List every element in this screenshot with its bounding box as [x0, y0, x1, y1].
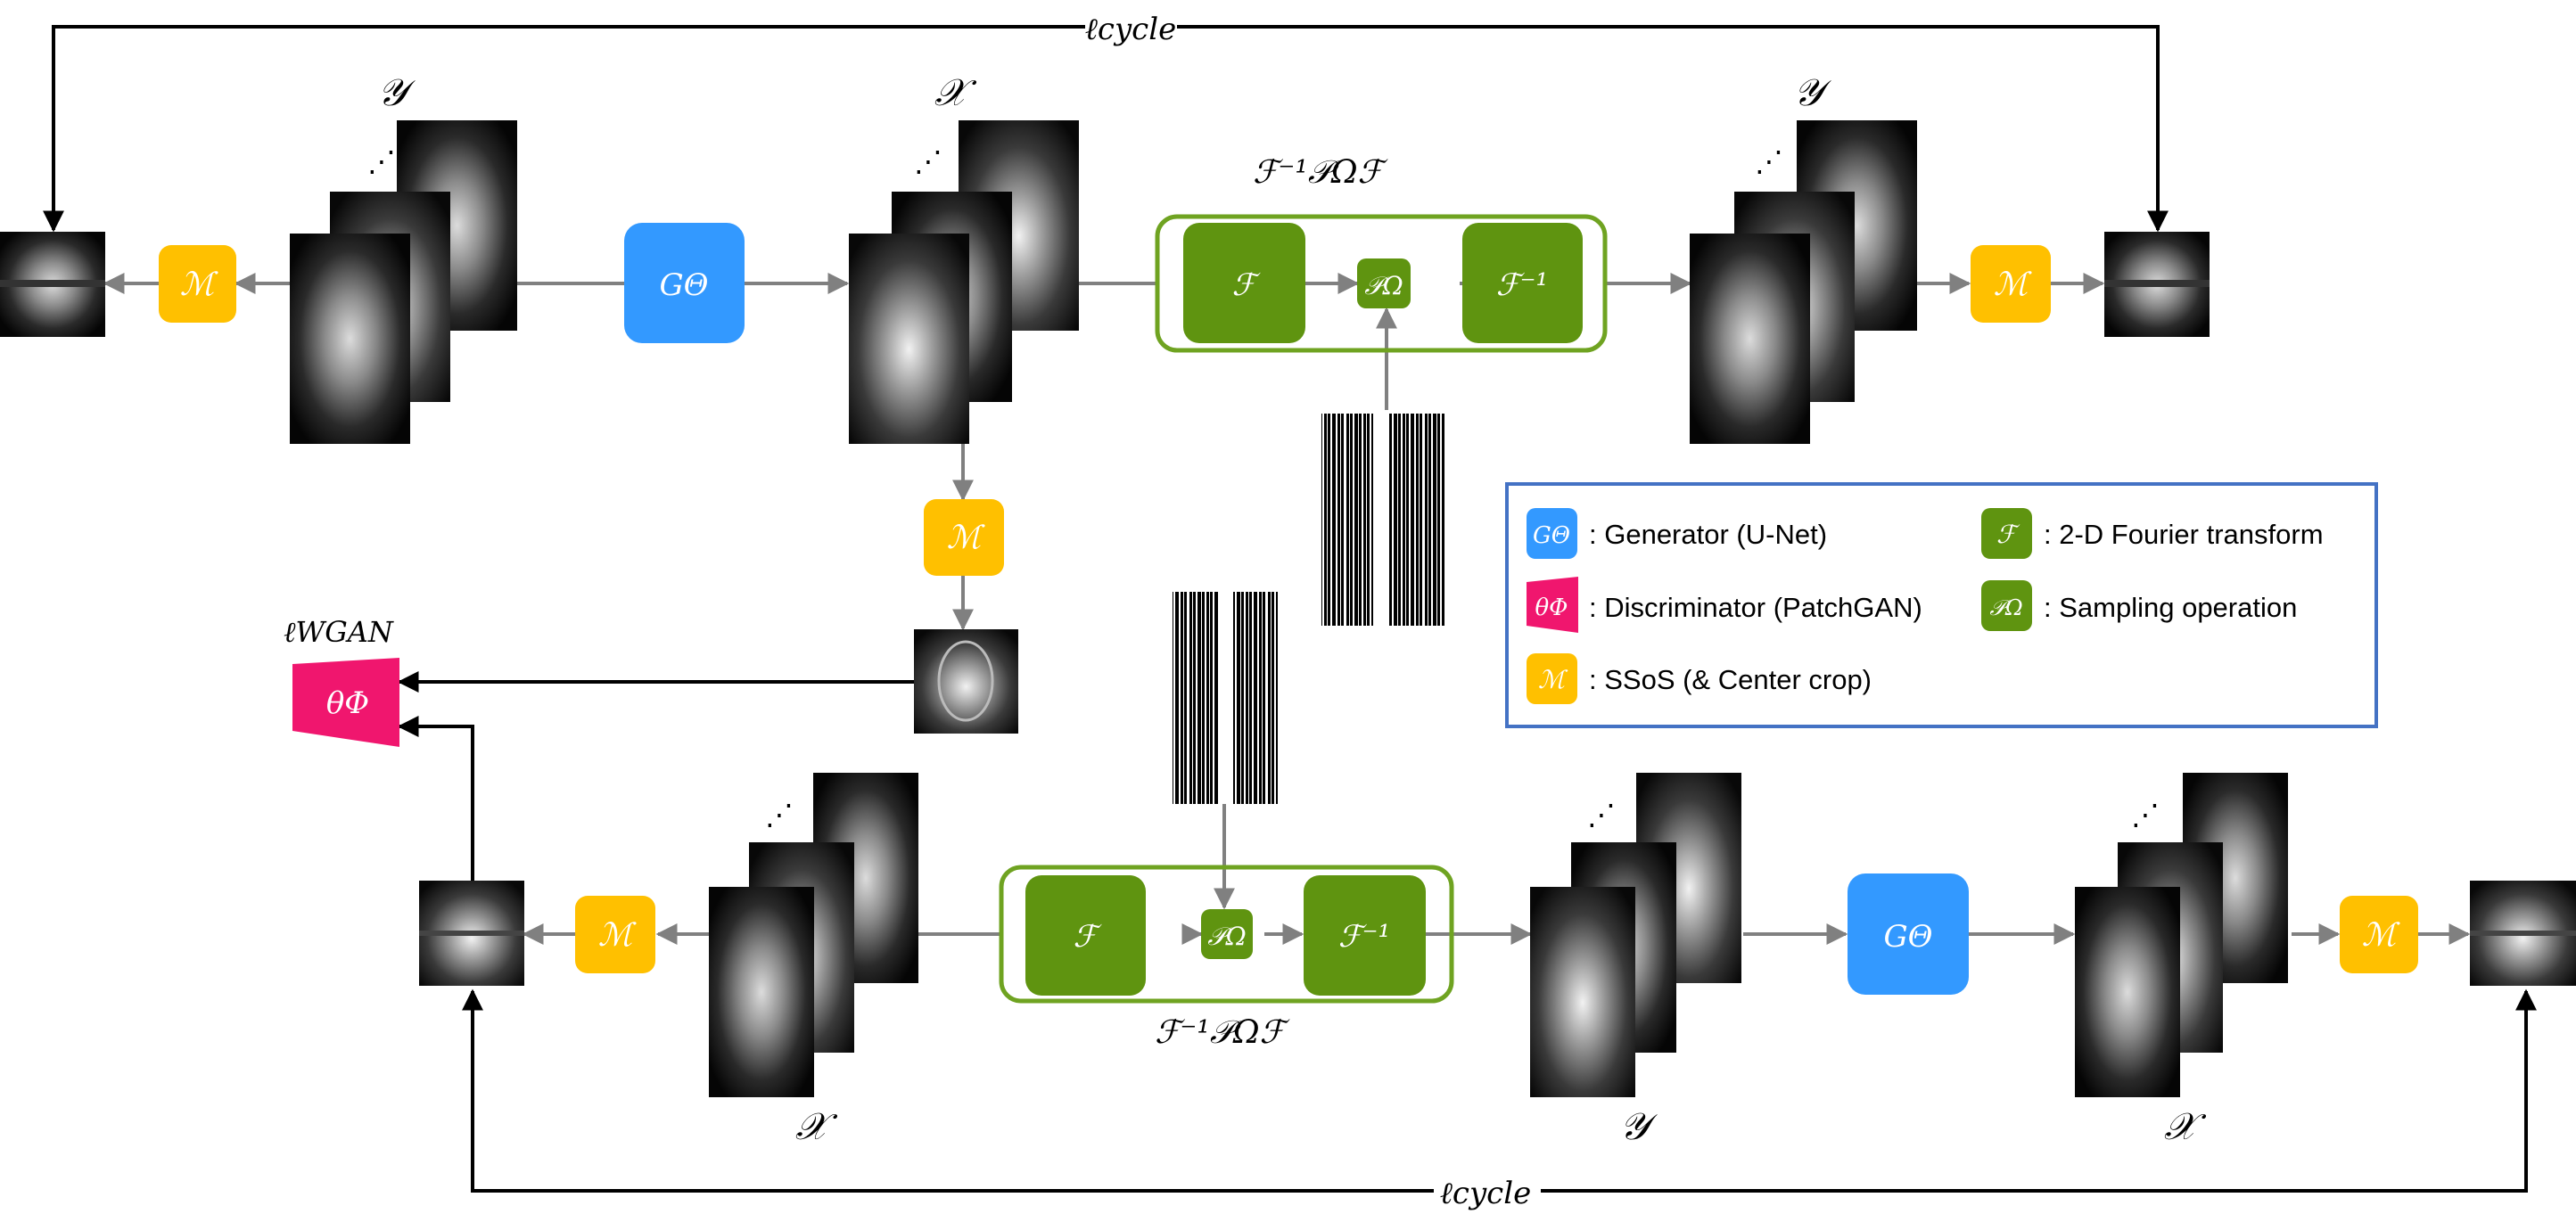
mri-stack-y-top-left: ⋰	[290, 120, 517, 444]
mri-slice-top-left-output	[0, 232, 105, 337]
ssos-symbol: ℳ	[598, 917, 637, 954]
legend-generator-swatch	[1527, 508, 1577, 559]
mri-slice-bottom-right-output	[2470, 881, 2576, 986]
inverse-fourier-block	[1304, 875, 1426, 996]
legend-discriminator-symbol: θΦ	[1535, 595, 1568, 621]
cycle-loss-bottom-label: ℓcycle	[1440, 1176, 1531, 1211]
inverse-fourier-symbol: ℱ⁻¹	[1496, 267, 1548, 303]
legend-discriminator-swatch	[1527, 577, 1578, 633]
stack-ellipsis: ⋰	[1587, 798, 1616, 832]
stack-ellipsis: ⋰	[914, 144, 942, 178]
pipeline-label-top: ℱ⁻¹𝒫Ωℱ	[1253, 154, 1388, 191]
legend-generator-symbol: GΘ	[1533, 522, 1570, 549]
ssos-block-middle: ℳ	[924, 499, 1004, 576]
set-label-x-top-mid: 𝒳	[934, 70, 977, 114]
sampling-block	[1357, 258, 1411, 308]
legend-sampling-symbol: 𝒫Ω	[1989, 595, 2022, 620]
legend-generator-text: : Generator (U-Net)	[1589, 519, 1827, 550]
generator-block-top: GΘ	[624, 223, 745, 343]
stack-ellipsis: ⋰	[2131, 798, 2160, 832]
set-label-y-top-right: 𝒴	[1794, 70, 1832, 114]
set-label-x-bottom-left: 𝒳	[795, 1104, 838, 1148]
fourier-pipeline-top: ℱ 𝒫Ω ℱ⁻¹	[1155, 214, 1608, 353]
ssos-symbol: ℳ	[180, 267, 218, 303]
legend: GΘ : Generator (U-Net) θΦ : Discriminato…	[1505, 482, 2378, 728]
generator-block-bottom: GΘ	[1848, 873, 1969, 995]
legend-frame	[1505, 482, 2378, 728]
mri-slice-bottom-left-output	[419, 881, 524, 986]
ssos-block-bottom-right: ℳ	[2340, 896, 2418, 973]
sampling-mask-center-gap	[1219, 592, 1233, 804]
sampling-block	[1201, 909, 1253, 959]
fourier-block	[1025, 875, 1146, 996]
generator-symbol: GΘ	[659, 267, 708, 303]
ssos-block-top-left: ℳ	[159, 245, 236, 323]
sampling-symbol: 𝒫Ω	[1207, 922, 1246, 951]
sampling-mask-center-gap	[1373, 414, 1389, 626]
mri-stack-x-bottom-right: ⋰	[2075, 773, 2288, 1097]
mri-stack-x-bottom-left: ⋰	[709, 773, 918, 1097]
fourier-block	[1183, 223, 1305, 343]
wgan-loss-paths	[397, 671, 914, 881]
pipeline-label-bottom: ℱ⁻¹𝒫Ωℱ	[1155, 1014, 1290, 1051]
ssos-symbol: ℳ	[947, 520, 985, 556]
set-label-y-bottom-mid: 𝒴	[1620, 1104, 1658, 1148]
legend-fourier-swatch	[1981, 508, 2032, 559]
legend-sampling-swatch	[1981, 580, 2032, 631]
mri-stack-y-top-right: ⋰	[1690, 120, 1917, 444]
sampling-symbol: 𝒫Ω	[1364, 271, 1403, 300]
discriminator-symbol: θΦ	[326, 685, 369, 721]
legend-ssos-text: : SSoS (& Center crop)	[1589, 664, 1872, 695]
cycle-loss-top-label: ℓcycle	[1085, 12, 1176, 47]
ssos-block-bottom-left: ℳ	[575, 896, 655, 973]
inverse-fourier-symbol: ℱ⁻¹	[1338, 919, 1390, 955]
mri-slice-discriminator-input	[914, 629, 1018, 734]
stack-ellipsis: ⋰	[367, 144, 396, 178]
mri-slice-top-right-output	[2104, 232, 2210, 337]
stack-ellipsis: ⋰	[765, 798, 794, 832]
cycle-loss-bottom-path	[462, 988, 2537, 1193]
mri-stack-x-top-mid: ⋰	[849, 120, 1079, 444]
ssos-symbol: ℳ	[1994, 267, 2032, 303]
cycle-loss-bottom-bg	[1434, 1172, 1541, 1210]
ssos-block-top-right: ℳ	[1971, 245, 2051, 323]
legend-sampling-text: : Sampling operation	[2044, 592, 2297, 623]
wgan-loss-label: ℓWGAN	[284, 615, 394, 649]
inverse-fourier-block	[1462, 223, 1583, 343]
fourier-pipeline-bottom: ℱ 𝒫Ω ℱ⁻¹	[999, 865, 1454, 1004]
legend-ssos-symbol: ℳ	[1538, 665, 1568, 694]
discriminator-block: θΦ	[292, 658, 399, 747]
mri-stack-y-bottom-mid: ⋰	[1530, 773, 1741, 1097]
generator-symbol: GΘ	[1883, 919, 1932, 955]
top-flow-arrows	[103, 273, 2105, 631]
cycle-loss-top-path	[43, 25, 2169, 233]
legend-ssos-swatch	[1527, 653, 1577, 704]
set-label-x-bottom-right: 𝒳	[2164, 1104, 2207, 1148]
legend-fourier-text: : 2-D Fourier transform	[2044, 519, 2324, 550]
ssos-symbol: ℳ	[2362, 917, 2400, 954]
legend-discriminator-text: : Discriminator (PatchGAN)	[1589, 592, 1922, 623]
set-label-y-top-left: 𝒴	[378, 70, 416, 114]
stack-ellipsis: ⋰	[1755, 144, 1783, 178]
